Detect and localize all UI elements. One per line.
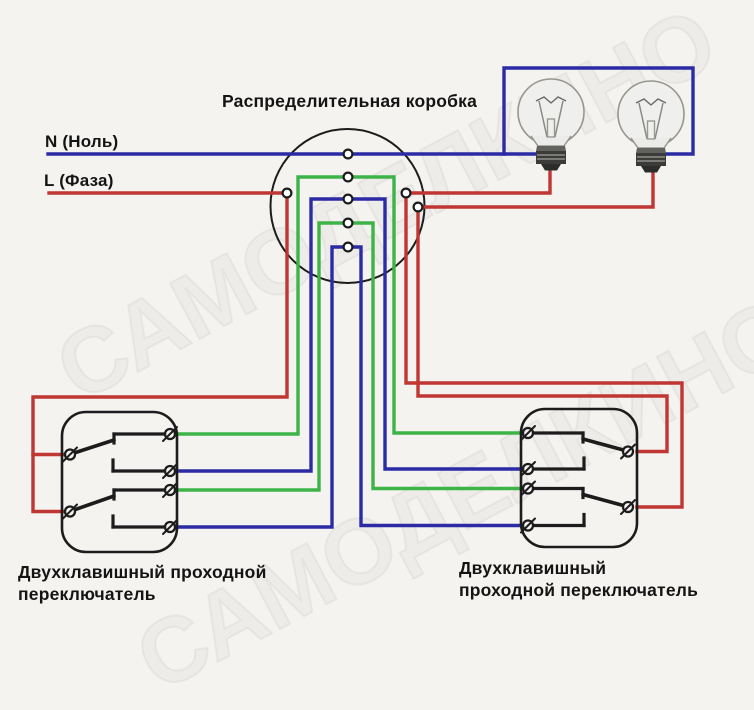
right-switch — [519, 407, 639, 549]
phase-line-label: L (Фаза) — [44, 171, 114, 190]
box-terminal — [412, 201, 424, 213]
bulb-right — [617, 80, 685, 173]
traveler-blue-inner — [174, 245, 524, 529]
left-switch-label: Двухклавишный проходной переключатель — [18, 562, 267, 604]
neutral-wire — [46, 66, 695, 156]
left-switch-lever-1 — [69, 438, 116, 456]
distribution-box-title: Распределительная коробка — [222, 91, 478, 111]
left-switch-terminals — [62, 426, 178, 535]
right-switch-terminals — [520, 425, 636, 534]
left-switch — [60, 410, 179, 554]
right-switch-lever-1 — [581, 437, 629, 453]
traveler-wires — [174, 175, 524, 529]
box-terminal — [342, 193, 354, 205]
right-switch-body — [519, 407, 639, 549]
traveler-blue-outer — [174, 197, 524, 473]
neutral-line-label: N (Ноль) — [45, 132, 119, 151]
right-switch-label: Двухклавишный проходной переключатель — [459, 558, 699, 600]
right-switch-lever-2 — [581, 492, 629, 509]
box-terminal — [400, 187, 412, 199]
box-terminal — [281, 187, 293, 199]
left-switch-lever-2 — [69, 494, 116, 513]
box-terminal — [342, 217, 354, 229]
box-terminals — [281, 148, 424, 253]
box-terminal — [342, 148, 354, 160]
bulb-left — [517, 78, 585, 171]
phase-wire — [31, 158, 684, 514]
box-terminal — [342, 171, 354, 183]
box-terminal — [342, 241, 354, 253]
traveler-green-inner — [174, 221, 524, 492]
